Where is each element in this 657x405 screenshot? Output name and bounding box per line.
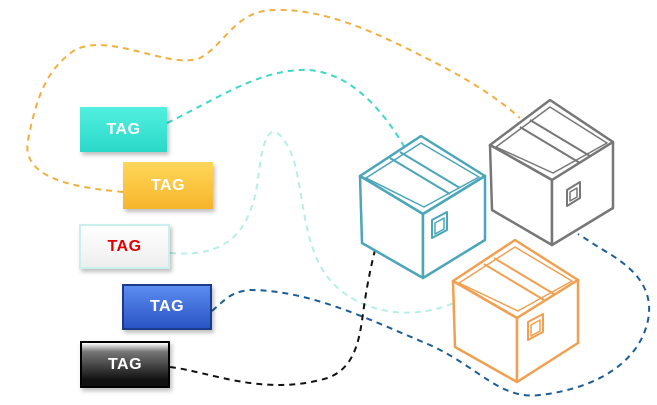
box-orange: [451, 238, 580, 384]
tag-teal: TAG: [80, 107, 167, 152]
connector-blue: [211, 233, 651, 397]
tag-blue: TAG: [122, 284, 212, 330]
box-gray: [488, 98, 615, 247]
connector-yellow: [26, 8, 521, 193]
tag-yellow: TAG: [123, 162, 213, 209]
tag-white: TAG: [79, 224, 170, 269]
connector-black: [169, 249, 376, 387]
connector-teal: [166, 68, 406, 149]
box-teal: [358, 134, 487, 280]
tag-black: TAG: [80, 341, 170, 388]
